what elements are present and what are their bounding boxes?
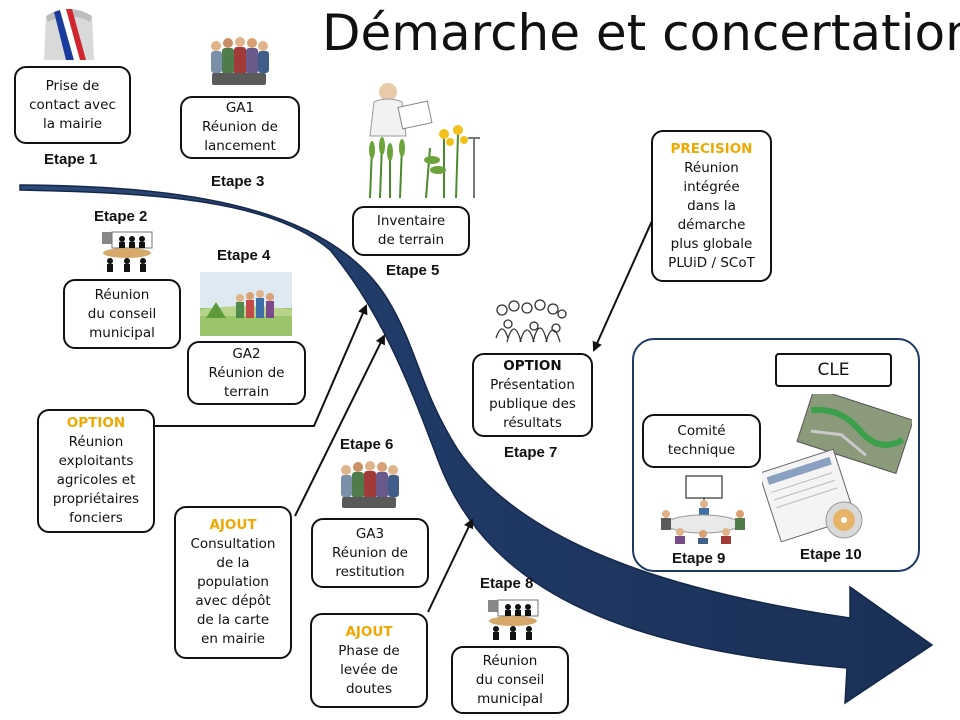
step-label-9: Etape 9 bbox=[672, 550, 726, 567]
meeting-table-icon bbox=[488, 599, 539, 640]
group-people-icon bbox=[211, 37, 269, 85]
box-ga1-lancement: GA1 Réunion de lancement bbox=[180, 96, 300, 159]
step-label-2: Etape 2 bbox=[94, 208, 148, 225]
step-label-6: Etape 6 bbox=[340, 436, 394, 453]
page-title: Démarche et concertation bbox=[322, 4, 960, 62]
box-option-presentation: OPTION Présentation publique des résulta… bbox=[472, 353, 593, 437]
box-ga3-restitution: GA3 Réunion de restitution bbox=[311, 518, 429, 588]
box-comite-technique: Comité technique bbox=[642, 414, 761, 468]
box-ga2-terrain: GA2 Réunion de terrain bbox=[187, 341, 306, 405]
box-precision: PRECISION Réunion intégrée dans la démar… bbox=[651, 130, 772, 282]
process-timeline-arrow bbox=[19, 184, 934, 705]
group-people-icon bbox=[341, 461, 399, 508]
connector-ajout-to-inventaire bbox=[294, 334, 385, 517]
step-label-1: Etape 1 bbox=[44, 151, 98, 168]
committee-meeting-icon bbox=[661, 475, 745, 544]
meeting-table-icon bbox=[102, 231, 153, 272]
step-label-4: Etape 4 bbox=[217, 247, 271, 264]
mayor-sash-icon bbox=[44, 9, 94, 60]
box-conseil-municipal-2: Réunion du conseil municipal bbox=[451, 646, 569, 714]
step-label-3: Etape 3 bbox=[211, 173, 265, 190]
step-label-8: Etape 8 bbox=[480, 575, 534, 592]
field-meeting-icon bbox=[200, 272, 292, 336]
cle-label: CLE bbox=[775, 353, 892, 387]
box-inventaire-terrain: Inventaire de terrain bbox=[352, 206, 470, 256]
naturalist-plants-icon bbox=[369, 83, 480, 199]
box-ajout-levee-doutes: AJOUT Phase de levée de doutes bbox=[310, 613, 428, 708]
step-label-5: Etape 5 bbox=[386, 262, 440, 279]
crowd-icon bbox=[495, 299, 567, 343]
maps-documents-icon bbox=[762, 394, 912, 542]
step-label-10: Etape 10 bbox=[800, 546, 862, 563]
box-prise-de-contact: Prise de contact avec la mairie bbox=[14, 66, 131, 144]
step-label-7: Etape 7 bbox=[504, 444, 558, 461]
box-ajout-consultation: AJOUT Consultation de la population avec… bbox=[174, 506, 292, 659]
box-option-exploitants: OPTION Réunion exploitants agricoles et … bbox=[37, 409, 155, 533]
connector-precision-option bbox=[592, 204, 660, 352]
box-conseil-municipal-1: Réunion du conseil municipal bbox=[63, 279, 181, 349]
connector-doutes-to-conseil bbox=[427, 518, 474, 613]
connector-option-to-inventaire bbox=[155, 304, 368, 427]
